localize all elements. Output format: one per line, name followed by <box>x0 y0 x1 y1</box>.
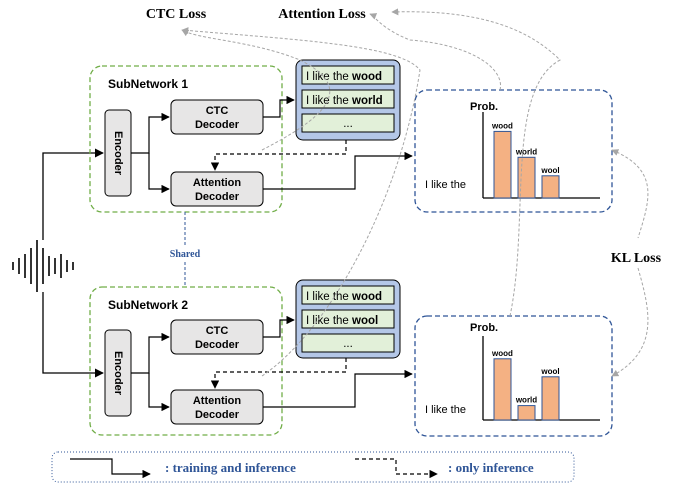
subnetwork-2-title: SubNetwork 2 <box>108 298 188 312</box>
shared-label-bg <box>164 246 206 260</box>
prob-bar-wood <box>493 130 512 199</box>
legend-solid-line-icon <box>70 458 151 479</box>
hypothesis-2-1: I like the wood <box>306 291 382 303</box>
prob-chart-2-box <box>414 315 613 437</box>
prob-bar-world <box>517 156 536 199</box>
prob-bar-wool <box>541 175 560 199</box>
prob-bar-label-wool: wool <box>540 367 559 376</box>
inference-arrow-1 <box>210 140 347 171</box>
hypothesis-2-3-box <box>301 333 395 353</box>
encoder-1-label: Encoder <box>112 131 124 176</box>
shared-label: Shared <box>170 249 201 260</box>
prob-bar-world <box>517 405 536 421</box>
prob-chart-1: wood world wool <box>482 112 600 199</box>
hypothesis-1-2: I like the world <box>306 95 383 107</box>
inference-arrow-2 <box>210 358 347 389</box>
hypothesis-2-3: ... <box>343 338 353 350</box>
ctc-decoder-2-label-line2: Decoder <box>195 339 240 351</box>
ctc-decoder-1-label-line1: CTC <box>206 105 229 117</box>
hypothesis-1-3: ... <box>343 118 353 130</box>
prob-chart-2: wood world wool <box>482 336 600 421</box>
subnetwork-2-internal-arrows <box>131 315 413 412</box>
subnetwork-1-title: SubNetwork 1 <box>108 77 188 91</box>
hypothesis-1-2-box <box>301 89 395 109</box>
prob-chart-2-ylabel: Prob. <box>470 322 498 334</box>
input-lines <box>42 148 104 378</box>
hypothesis-2-1-box <box>301 285 395 305</box>
hypothesis-1-1-box <box>301 65 395 85</box>
legend-box <box>51 451 575 483</box>
prob-chart-1-ylabel: Prob. <box>470 101 498 113</box>
attention-decoder-2-label-line2: Decoder <box>195 409 240 421</box>
attention-decoder-2-label-line1: Attention <box>193 395 242 407</box>
hypothesis-1-3-box <box>301 113 395 133</box>
prob-chart-2-context: I like the <box>425 404 466 416</box>
legend-inference-label: : only inference <box>448 460 534 475</box>
kl-loss-label: KL Loss <box>611 251 662 266</box>
ctc-loss-label: CTC Loss <box>146 7 207 22</box>
prob-bar-label-wood: wood <box>491 349 513 358</box>
attention-decoder-1-label-line2: Decoder <box>195 191 240 203</box>
prob-bar-label-world: world <box>515 396 537 405</box>
ctc-decoder-1-label-line2: Decoder <box>195 119 240 131</box>
prob-bar-label-world: world <box>515 147 537 156</box>
prob-bar-label-wood: wood <box>491 121 513 130</box>
prob-bar-wood <box>493 358 512 421</box>
ctc-decoder-2-label-line1: CTC <box>206 325 229 337</box>
prob-bar-wool <box>541 376 560 421</box>
prob-chart-1-box <box>414 89 613 213</box>
hypothesis-2-2-box <box>301 309 395 329</box>
loss-arrows <box>181 8 649 377</box>
hypothesis-2-2: I like the wool <box>306 315 378 327</box>
audio-waveform-icon <box>12 240 74 292</box>
prob-chart-1-context: I like the <box>425 179 466 191</box>
legend-dashed-line-icon <box>355 458 438 479</box>
attention-loss-label: Attention Loss <box>278 7 366 22</box>
legend-training-label: : training and inference <box>165 460 296 475</box>
prob-bar-label-wool: wool <box>540 166 559 175</box>
subnetwork-1-box <box>89 65 283 213</box>
subnetwork-1-internal-arrows <box>131 95 413 194</box>
attention-decoder-1-label-line1: Attention <box>193 177 242 189</box>
subnetwork-2-box <box>89 286 283 436</box>
hypothesis-1-1: I like the wood <box>306 71 382 83</box>
encoder-2-label: Encoder <box>112 351 124 396</box>
